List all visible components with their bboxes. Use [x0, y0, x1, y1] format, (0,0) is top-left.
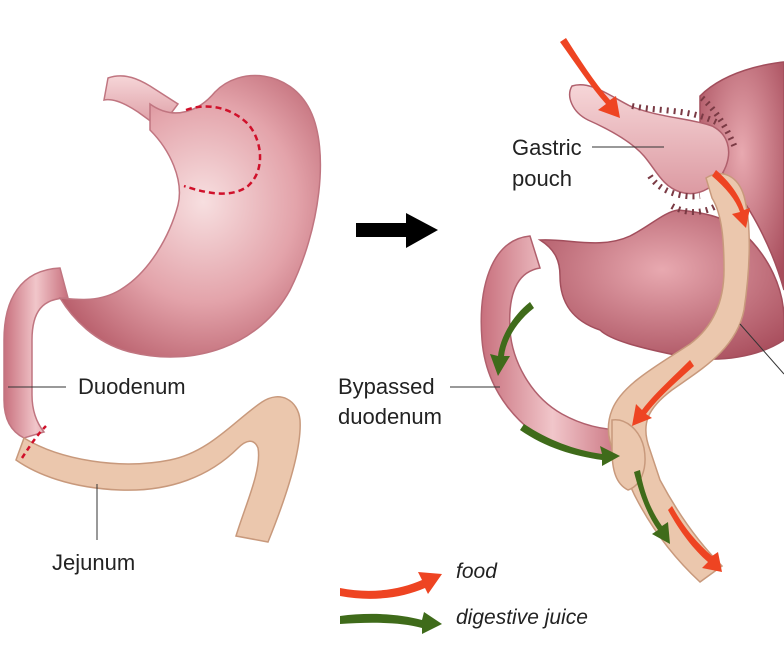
staple-line-bottom — [670, 203, 718, 215]
jejunum-right-leader — [739, 323, 784, 375]
juice-arrow-2 — [520, 424, 620, 466]
bypassed-duodenum-label-line1: Bypassed — [338, 374, 435, 399]
cut-line-stomach — [183, 105, 262, 195]
legend-juice-label: digestive juice — [456, 606, 588, 629]
normal-duodenum — [3, 267, 69, 439]
transition-arrow — [356, 213, 438, 248]
staple-line-lower — [647, 174, 701, 200]
juice-arrow-1 — [490, 302, 534, 376]
juice-flow-arrows — [490, 302, 670, 544]
legend-food-arrow — [340, 572, 442, 599]
food-arrow-3 — [632, 360, 694, 426]
jejunum-label: Jejunum — [52, 550, 135, 575]
food-flow-arrows — [560, 38, 750, 572]
legend: food digestive juice — [340, 560, 588, 634]
legend-food-label: food — [456, 560, 498, 583]
juice-arrow-3 — [634, 470, 670, 544]
staple-line-pouch — [631, 103, 722, 127]
food-arrow-2 — [712, 170, 750, 228]
food-arrow-4 — [668, 506, 722, 572]
duodenum-label: Duodenum — [78, 374, 186, 399]
gastric-pouch-label-line1: Gastric — [512, 135, 582, 160]
normal-jejunum — [15, 396, 301, 543]
normal-stomach — [58, 74, 322, 358]
food-arrow-1 — [560, 38, 620, 118]
normal-anatomy — [3, 74, 322, 543]
gastric-pouch-label-line2: pouch — [512, 166, 572, 191]
cut-line-duodenum — [20, 425, 47, 459]
staple-line-remnant — [699, 95, 739, 152]
bypassed-duodenum-label-line2: duodenum — [338, 404, 442, 429]
legend-juice-arrow — [340, 612, 442, 634]
